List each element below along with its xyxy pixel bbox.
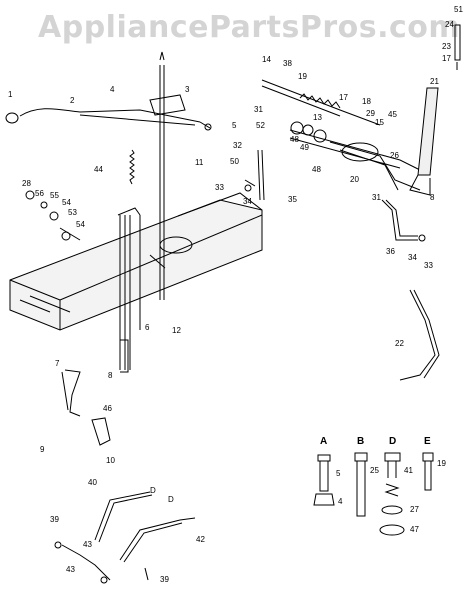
callout-40: 40 — [88, 478, 97, 487]
callout-10: 10 — [106, 456, 115, 465]
callout-56: 56 — [35, 189, 44, 198]
callout-26: 26 — [390, 151, 399, 160]
callout-D1: D — [150, 486, 156, 495]
callout-54b: 54 — [76, 220, 85, 229]
callout-39b: 39 — [160, 575, 169, 584]
rod-22 — [399, 289, 440, 381]
vertical-rods — [117, 51, 165, 373]
callout-20: 20 — [350, 175, 359, 184]
callout-3: 3 — [185, 85, 190, 94]
callout-7: 7 — [55, 359, 60, 368]
callout-54a: 54 — [62, 198, 71, 207]
legend-D: D — [389, 436, 396, 447]
lever-7 — [61, 369, 111, 446]
callout-labels: 1 2 3 4 44 11 28 56 55 54 53 54 12 6 7 8… — [8, 5, 463, 584]
callout-55: 55 — [50, 191, 59, 200]
callout-28: 28 — [22, 179, 31, 188]
callout-42: 42 — [196, 535, 205, 544]
callout-8a: 8 — [108, 371, 113, 380]
link-36 — [381, 199, 426, 242]
callout-12: 12 — [172, 326, 181, 335]
callout-35: 35 — [288, 195, 297, 204]
callout-13: 13 — [313, 113, 322, 122]
callout-15: 15 — [375, 118, 384, 127]
callout-51: 51 — [454, 5, 463, 14]
callout-29: 29 — [366, 109, 375, 118]
callout-46: 46 — [103, 404, 112, 413]
legend-47: 47 — [410, 525, 419, 534]
callout-1: 1 — [8, 90, 13, 99]
callout-50: 50 — [230, 157, 239, 166]
callout-34b: 34 — [408, 253, 417, 262]
callout-2: 2 — [70, 96, 75, 105]
legend-25: 25 — [370, 466, 379, 475]
lever-35 — [244, 149, 265, 201]
callout-31b: 31 — [372, 193, 381, 202]
lift-arm — [5, 94, 212, 131]
right-shaft-assembly — [261, 79, 421, 191]
legend-19: 19 — [437, 459, 446, 468]
lower-rods — [54, 491, 196, 584]
callout-39: 39 — [50, 515, 59, 524]
legend-4: 4 — [338, 497, 343, 506]
handle-21 — [409, 24, 461, 196]
callout-33a: 33 — [215, 183, 224, 192]
watermark: AppliancePartsPros.com — [38, 10, 461, 45]
legend-41: 41 — [404, 466, 413, 475]
spring-44 — [129, 149, 135, 185]
callout-33b: 33 — [424, 261, 433, 270]
callout-31a: 31 — [254, 105, 263, 114]
callout-38: 38 — [283, 59, 292, 68]
callout-21: 21 — [430, 77, 439, 86]
callout-43b: 43 — [66, 565, 75, 574]
callout-34a: 34 — [243, 197, 252, 206]
callout-18: 18 — [362, 97, 371, 106]
legend-E: E — [424, 436, 431, 447]
callout-22: 22 — [395, 339, 404, 348]
callout-43a: 43 — [83, 540, 92, 549]
callout-36: 36 — [386, 247, 395, 256]
callout-11: 11 — [195, 158, 204, 167]
callout-48a: 48 — [290, 135, 299, 144]
legend-B: B — [357, 436, 364, 447]
callout-8b: 8 — [430, 193, 435, 202]
legend-5: 5 — [336, 469, 341, 478]
callout-14: 14 — [262, 55, 271, 64]
callout-D2: D — [168, 495, 174, 504]
callout-4: 4 — [110, 85, 115, 94]
callout-48b: 48 — [312, 165, 321, 174]
chassis-frame — [9, 192, 263, 331]
callout-45: 45 — [388, 110, 397, 119]
callout-53: 53 — [68, 208, 77, 217]
callout-17a: 17 — [442, 54, 451, 63]
callout-49: 49 — [300, 143, 309, 152]
bolt-cluster-left — [25, 190, 81, 241]
callout-44: 44 — [94, 165, 103, 174]
legend-27: 27 — [410, 505, 419, 514]
hardware-legend — [313, 452, 434, 536]
callout-17b: 17 — [339, 93, 348, 102]
legend-A: A — [320, 436, 327, 447]
callout-24: 24 — [445, 20, 454, 29]
callout-5: 5 — [232, 121, 237, 130]
callout-52: 52 — [256, 121, 265, 130]
callout-9: 9 — [40, 445, 45, 454]
callout-32: 32 — [233, 141, 242, 150]
callout-23: 23 — [442, 42, 451, 51]
callout-19: 19 — [298, 72, 307, 81]
callout-6: 6 — [145, 323, 150, 332]
legend-labels: A B D E 5 25 41 19 4 27 47 — [320, 436, 446, 534]
